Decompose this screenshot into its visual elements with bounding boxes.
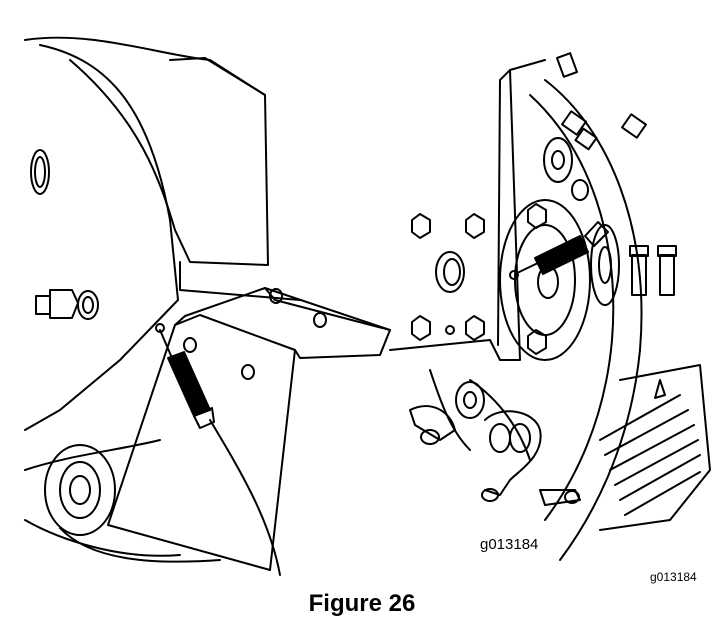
figure-caption: Figure 26 (308, 590, 416, 617)
page-reference-label: g013184 (650, 570, 697, 584)
reel-hub-disc (429, 79, 643, 561)
mounting-bracket (107, 287, 391, 571)
grease-gun-right (509, 221, 609, 280)
housing-bolt (35, 289, 99, 320)
grease-fitting-illustration (24, 36, 711, 576)
disc-fittings (556, 52, 677, 296)
drawing-reference-label: g013184 (480, 536, 539, 553)
plate-oval-port (435, 251, 465, 293)
housing-oval-port (30, 149, 50, 195)
lower-arms (409, 405, 581, 506)
gearbox-fins (599, 364, 711, 531)
roller-wheel (44, 419, 281, 576)
grease-gun-left (155, 323, 215, 429)
motor-plate (389, 59, 546, 361)
engine-housing (24, 36, 301, 557)
